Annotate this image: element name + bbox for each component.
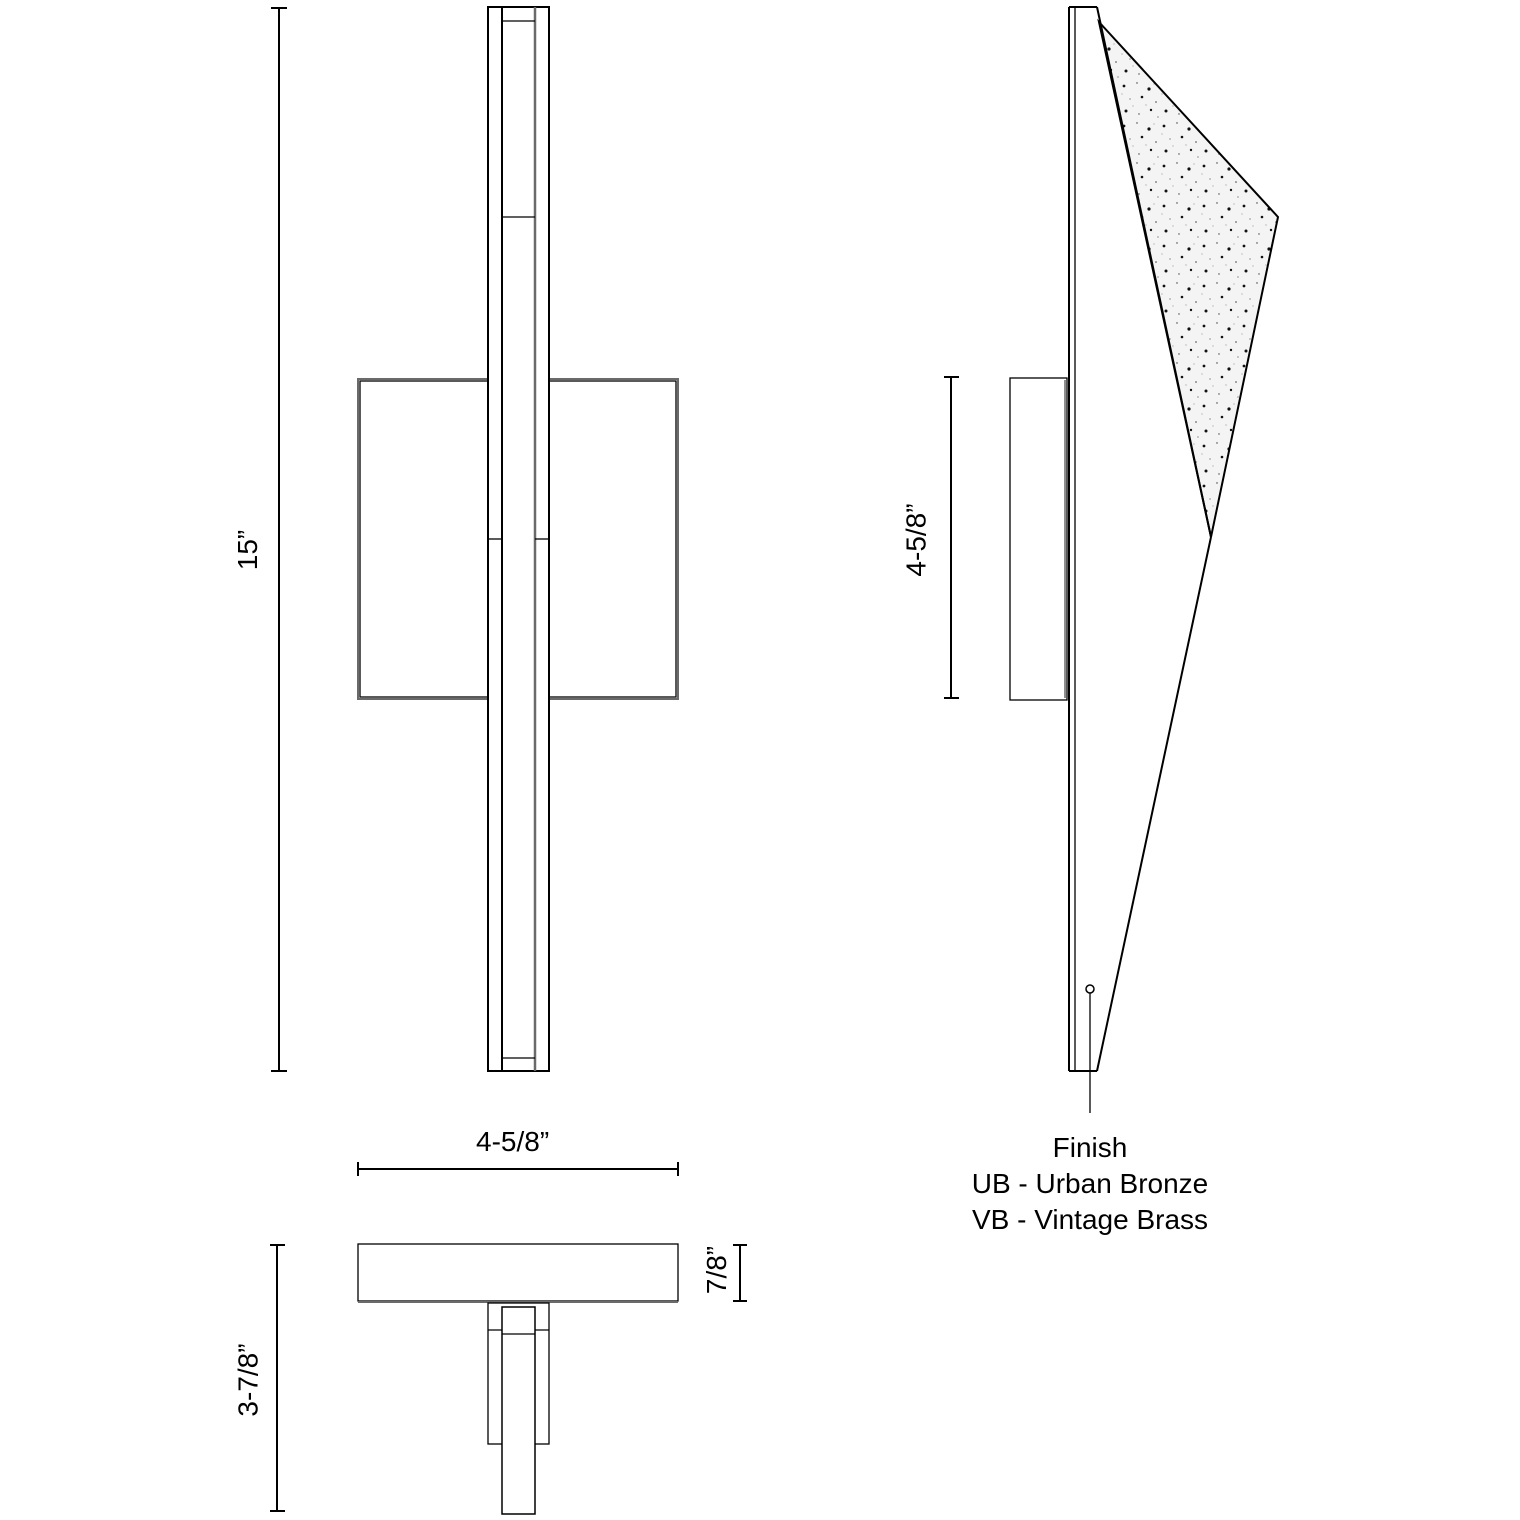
backplate-side xyxy=(1009,377,1068,701)
textured-shade xyxy=(1097,18,1280,538)
top-view xyxy=(270,1243,747,1515)
finish-legend: Finish UB - Urban Bronze VB - Vintage Br… xyxy=(940,1130,1240,1238)
backplate-height-dimension-line xyxy=(944,376,959,699)
finish-option-ub: UB - Urban Bronze xyxy=(971,1168,1209,1199)
width-label: 4-5/8” xyxy=(476,1126,550,1157)
side-view xyxy=(944,6,1280,1113)
light-bar-front xyxy=(487,6,550,1072)
arm-top xyxy=(487,1302,550,1515)
finish-title: Finish xyxy=(1052,1132,1128,1163)
thickness-label: 7/8” xyxy=(701,1245,733,1295)
width-dimension-line xyxy=(357,1162,679,1176)
backplate-height-label: 4-5/8” xyxy=(900,503,932,577)
finish-option-vb: VB - Vintage Brass xyxy=(971,1204,1209,1235)
mounting-edge xyxy=(1068,6,1097,1072)
thickness-dimension-line xyxy=(733,1244,747,1302)
backplate-top xyxy=(357,1243,679,1303)
front-view xyxy=(271,6,679,1176)
finish-callout xyxy=(1085,984,1095,1113)
height-dimension-line xyxy=(271,7,287,1072)
depth-label: 3-7/8” xyxy=(232,1343,264,1417)
height-label: 15” xyxy=(232,529,264,571)
depth-dimension-line xyxy=(270,1244,285,1512)
blade-outline xyxy=(1096,6,1212,1072)
